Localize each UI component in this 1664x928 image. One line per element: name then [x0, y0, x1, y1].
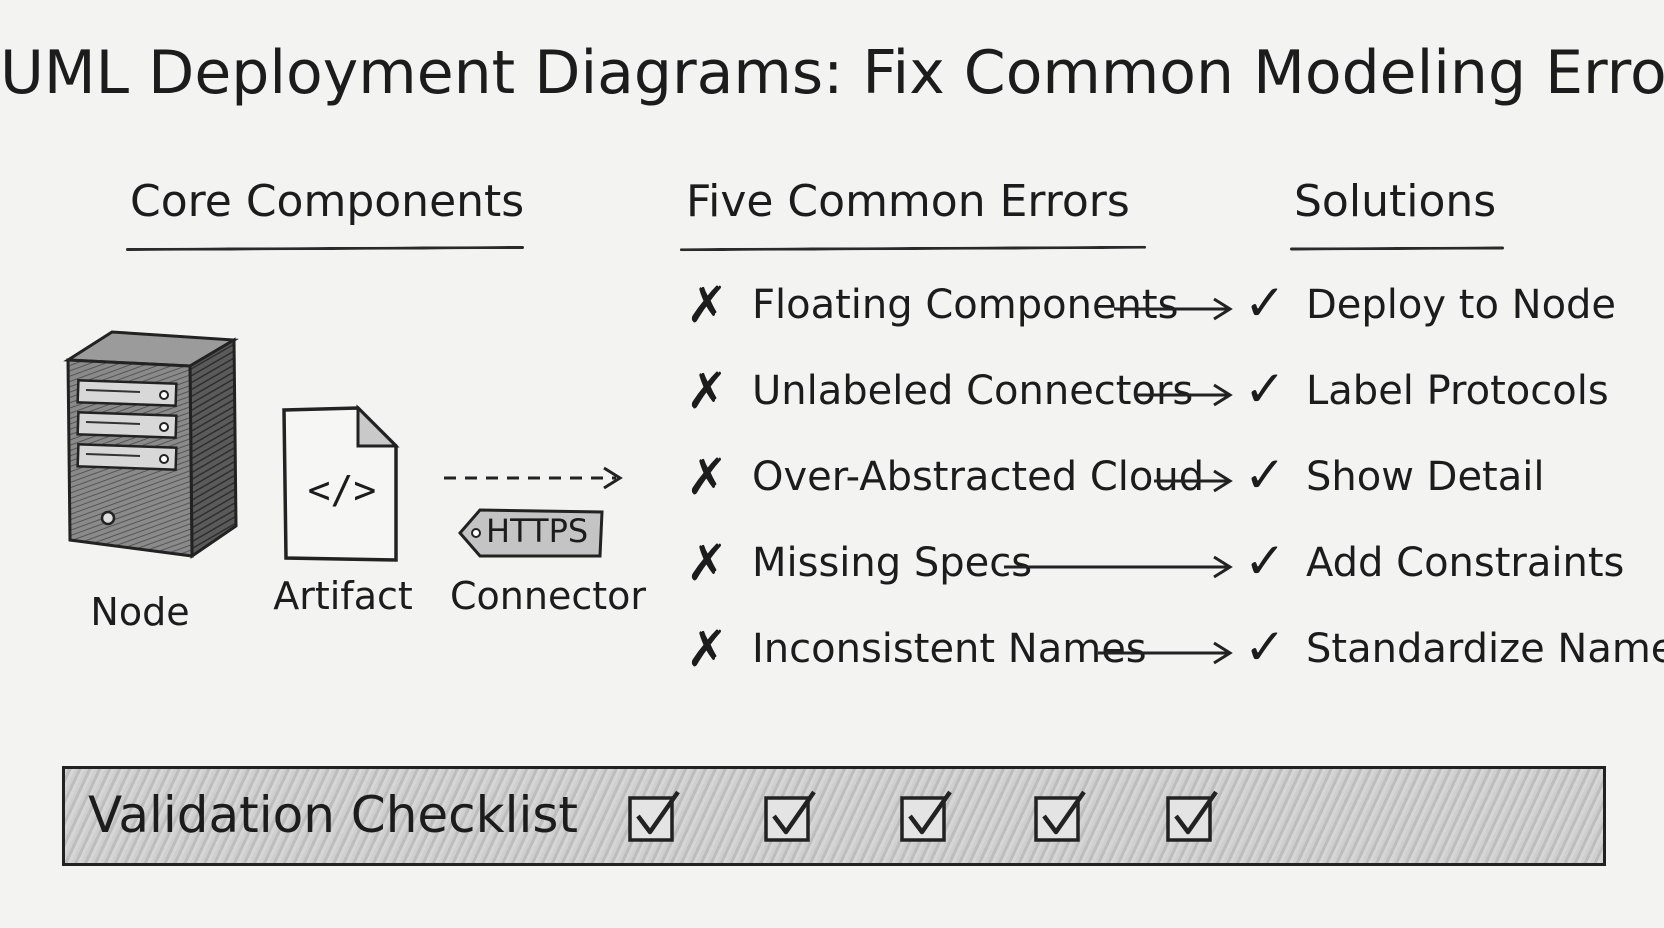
solution-label: Label Protocols — [1306, 368, 1609, 414]
heading-solutions: Solutions — [1294, 176, 1497, 227]
arrow-icon — [1114, 297, 1233, 321]
checked-box-icon[interactable] — [898, 788, 954, 844]
heading-core-components: Core Components — [130, 176, 525, 227]
checked-box-icon[interactable] — [626, 788, 682, 844]
x-mark-icon: ✗ — [686, 534, 728, 592]
code-glyph: </> — [307, 468, 377, 512]
check-mark-icon: ✓ — [1244, 618, 1286, 676]
heading-underline — [1289, 246, 1505, 251]
connector-protocol-tag: HTTPS — [486, 512, 589, 550]
solution-label: Add Constraints — [1306, 540, 1625, 586]
heading-common-errors: Five Common Errors — [686, 176, 1130, 227]
solution-label: Deploy to Node — [1306, 282, 1617, 328]
page-title: UML Deployment Diagrams: Fix Common Mode… — [0, 38, 1664, 108]
check-mark-icon: ✓ — [1244, 532, 1286, 590]
checked-box-icon[interactable] — [1164, 788, 1220, 844]
x-mark-icon: ✗ — [686, 620, 728, 678]
solution-label: Standardize Names — [1306, 626, 1664, 672]
check-mark-icon: ✓ — [1244, 446, 1286, 504]
https-tag-icon — [458, 508, 604, 558]
validation-checklist-bar — [62, 766, 1606, 866]
error-label: Missing Specs — [752, 540, 1033, 586]
check-mark-icon: ✓ — [1244, 274, 1286, 332]
x-mark-icon: ✗ — [686, 276, 728, 334]
arrow-icon — [1134, 383, 1233, 407]
arrow-icon — [1098, 641, 1233, 665]
solution-label: Show Detail — [1306, 454, 1545, 500]
check-mark-icon: ✓ — [1244, 360, 1286, 418]
dashed-arrow-icon — [444, 466, 623, 490]
heading-underline — [125, 245, 525, 252]
code-file-icon — [282, 404, 400, 562]
connector-label: Connector — [450, 574, 646, 618]
error-label: Unlabeled Connectors — [752, 368, 1194, 414]
arrow-icon — [1154, 469, 1233, 493]
checked-box-icon[interactable] — [1032, 788, 1088, 844]
artifact-label: Artifact — [273, 574, 413, 618]
error-label: Floating Components — [752, 282, 1179, 328]
checklist-label: Validation Checklist — [88, 786, 579, 844]
arrow-icon — [1004, 555, 1233, 579]
x-mark-icon: ✗ — [686, 362, 728, 420]
x-mark-icon: ✗ — [686, 448, 728, 506]
heading-underline — [679, 245, 1147, 252]
error-label: Over-Abstracted Cloud — [752, 454, 1205, 500]
error-label: Inconsistent Names — [752, 626, 1147, 672]
server-tower-icon — [63, 330, 239, 559]
node-label: Node — [90, 590, 190, 634]
checked-box-icon[interactable] — [762, 788, 818, 844]
